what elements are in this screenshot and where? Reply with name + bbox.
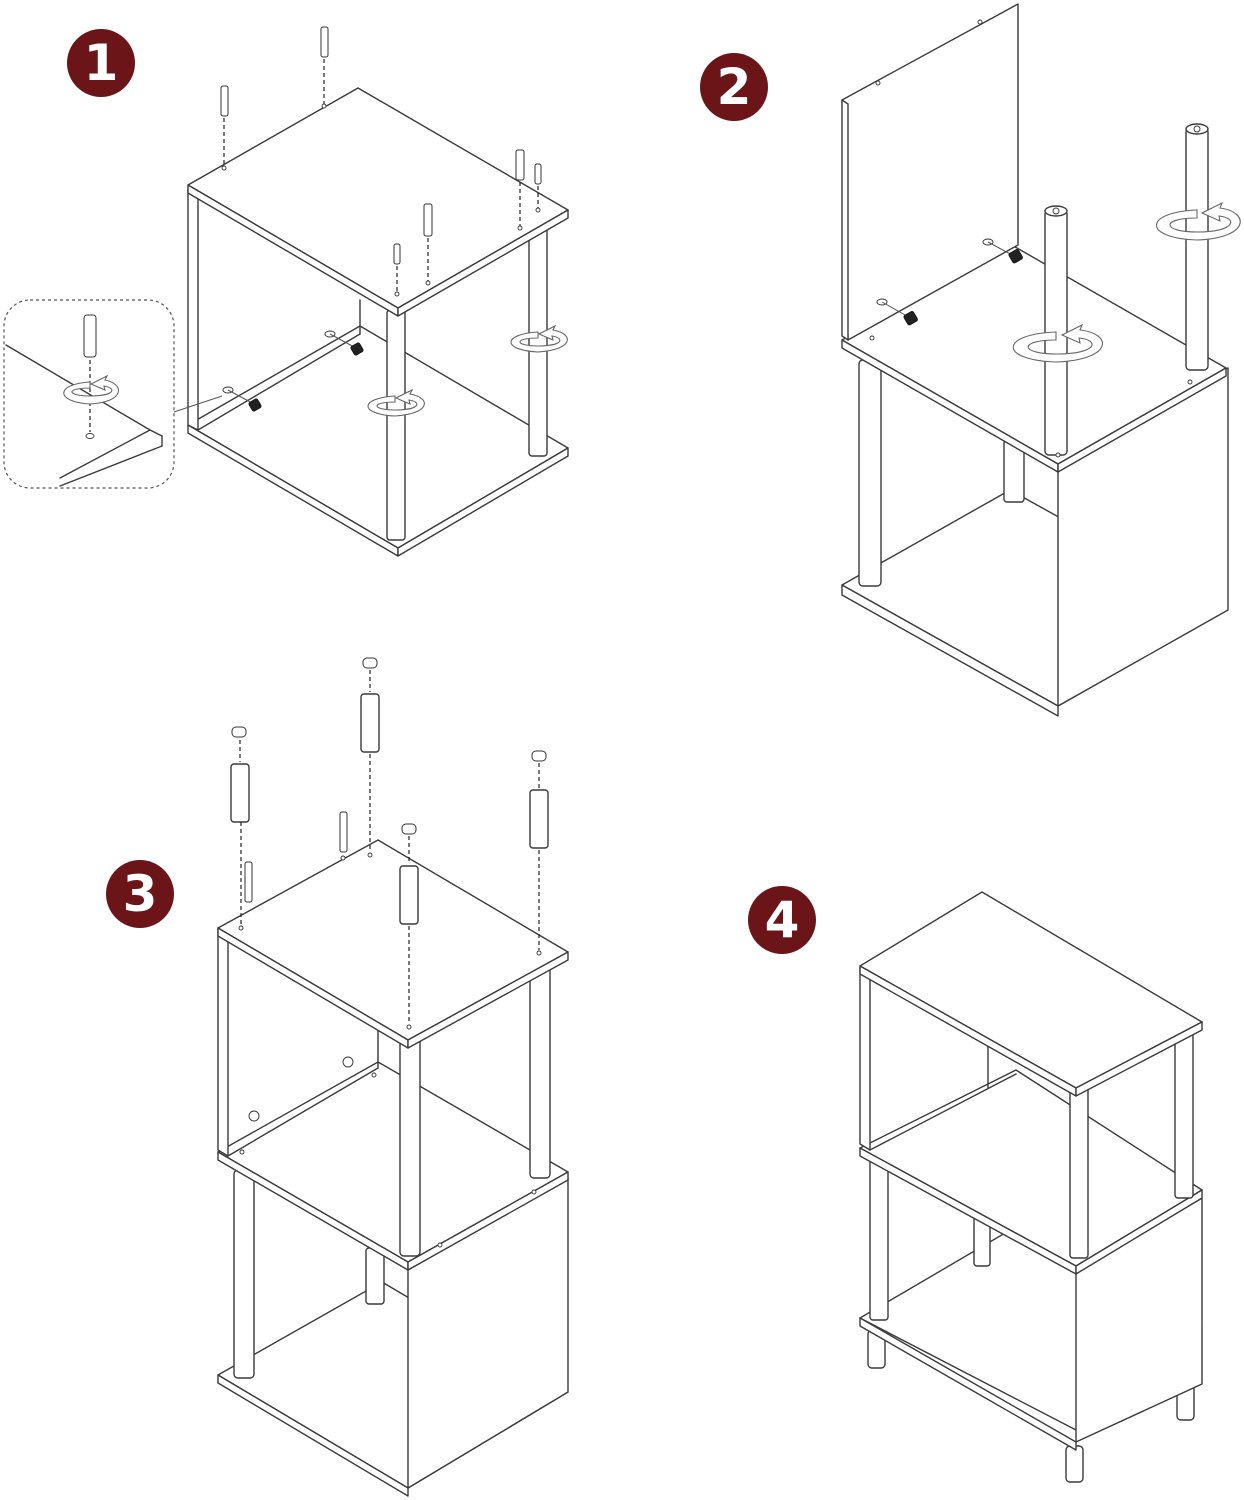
step-3-badge: 3 xyxy=(106,860,174,928)
step-2-cam-locks xyxy=(869,19,1193,458)
step-3-pole-front xyxy=(399,1029,421,1257)
step-4-panel: 4 xyxy=(748,886,1203,1483)
step-4-bottom-box xyxy=(859,1149,1203,1451)
step-1-panel: 1 xyxy=(3,26,569,557)
dowel-screw-icon xyxy=(423,203,433,286)
step-4-number: 4 xyxy=(765,891,800,949)
screw-icon xyxy=(220,85,229,171)
step-3-legs xyxy=(230,657,549,1030)
step-1-pole-right xyxy=(528,227,548,457)
step-1-badge: 1 xyxy=(67,29,135,97)
step-4-top-shelf xyxy=(859,891,1203,1097)
step-1-screws xyxy=(220,26,542,297)
step-1-side-panel xyxy=(187,187,361,431)
step-1-poles xyxy=(386,227,548,541)
rotate-arrow-icon xyxy=(1155,201,1241,241)
step-4-middle-shelf xyxy=(859,1069,1203,1275)
screw-icon xyxy=(534,163,542,213)
rotate-arrow-icon xyxy=(367,324,568,417)
step-2-badge-circle xyxy=(700,53,768,121)
step-3-number: 3 xyxy=(123,865,158,923)
leg-foot-icon xyxy=(529,750,549,956)
step-2-bottom-box xyxy=(841,359,1229,717)
screw-icon xyxy=(238,822,253,931)
step-3-pole-right xyxy=(529,959,551,1179)
screw-icon xyxy=(320,26,329,109)
step-3-panel: 3 xyxy=(106,657,569,1497)
step-3-top-shelf xyxy=(217,839,569,1049)
step-2-panel: 2 xyxy=(700,3,1241,717)
step-2-badge: 2 xyxy=(700,53,768,121)
step-2-pole-right xyxy=(1185,127,1209,371)
cam-nut-icon xyxy=(350,342,364,356)
step-2-poles xyxy=(1012,123,1241,456)
step-3-middle-shelf xyxy=(217,1061,569,1271)
rotate-arrow-icon xyxy=(1012,323,1103,363)
cam-nut-icon xyxy=(903,311,918,326)
step-1-top-shelf xyxy=(187,87,569,317)
step-1-pole-front xyxy=(386,309,406,541)
step-2-side-panel xyxy=(841,3,1019,341)
leg-foot-icon xyxy=(230,726,250,823)
step-4-badge: 4 xyxy=(748,886,816,954)
step-1-cam-locks xyxy=(222,330,364,412)
step-2-number: 2 xyxy=(717,58,752,116)
step-3-poles xyxy=(399,959,551,1257)
rotate-arrow-icon xyxy=(63,374,120,405)
cam-nut-icon xyxy=(1008,249,1023,264)
step-1-number: 1 xyxy=(84,34,119,92)
step-3-bottom-box xyxy=(217,1169,569,1497)
leg-foot-icon xyxy=(360,657,380,858)
leg-foot-icon xyxy=(399,823,419,1030)
screw-icon xyxy=(339,811,348,861)
step-1-bottom-shelf xyxy=(187,325,569,557)
step-3-badge-circle xyxy=(106,860,174,928)
step-1-detail-inset xyxy=(3,299,223,489)
cam-nut-icon xyxy=(248,398,262,412)
screw-icon xyxy=(393,243,401,297)
dowel-screw-icon xyxy=(515,149,525,231)
step-4-badge-circle xyxy=(748,886,816,954)
dowel-screw-icon xyxy=(83,314,97,358)
step-1-badge-circle xyxy=(67,29,135,97)
